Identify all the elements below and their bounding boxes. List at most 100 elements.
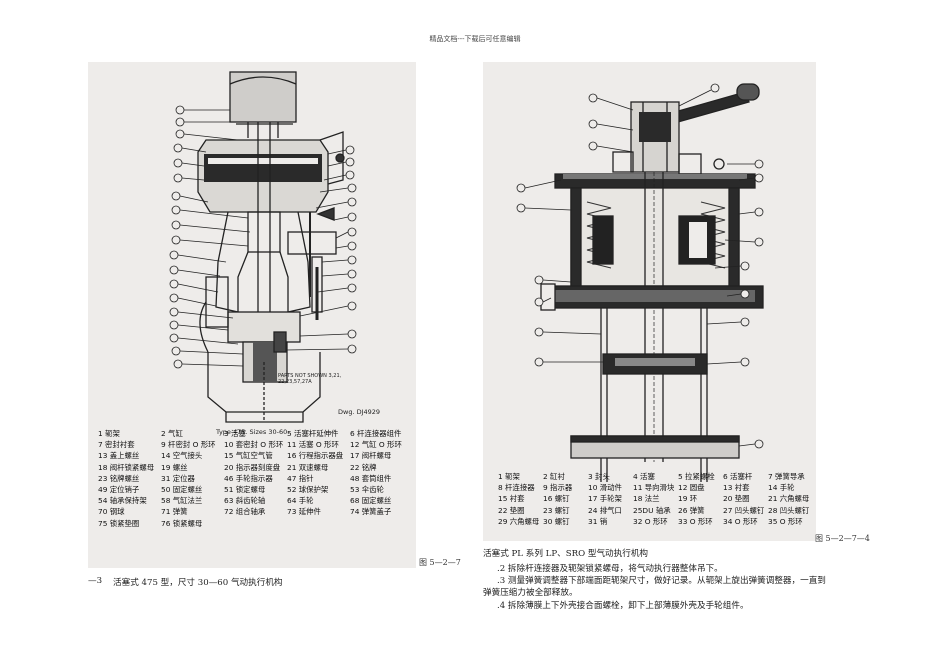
legend-item: 49 定位销子: [98, 485, 140, 495]
legend-item: 14 空气接头: [161, 451, 203, 461]
step-4-text: .4 拆除薄膜上下外壳接合面螺栓，卸下上部薄膜外壳及手轮组件。: [497, 601, 749, 611]
legend-item: 3 封头: [588, 472, 610, 481]
legend-item: 30 螺钉: [543, 516, 570, 526]
legend-item: 21 六角螺母: [768, 494, 810, 504]
legend-item: 72 组合轴承: [224, 507, 266, 517]
legend-item: 27 凹头螺钉: [723, 505, 765, 515]
legend-item: 18 阀杆锁紧螺母: [98, 462, 155, 472]
legend-item: 8 杆连接器: [498, 483, 535, 493]
legend-item: 23 螺钉: [543, 505, 570, 515]
legend-item: 13 衬套: [723, 483, 750, 493]
legend-item: 17 手轮架: [588, 494, 622, 504]
legend-item: 53 伞齿轮: [350, 485, 384, 495]
legend-item: 20 垫圈: [723, 494, 750, 504]
legend-item: 7 密封衬套: [98, 440, 135, 450]
legend-row: 23 铭牌螺丝 31 定位器 46 手轮指示器 47 指针 48 套筒组件: [98, 473, 414, 484]
legend-item: 15 衬套: [498, 494, 525, 504]
figure-number-right: 图 5—2—7—4: [815, 534, 870, 543]
actuator-pl-cross-section: [516, 83, 764, 482]
legend-item: 2 气缸: [161, 429, 183, 438]
legend-item: 19 螺丝: [161, 462, 188, 472]
legend-item: 14 手轮: [768, 483, 795, 493]
legend-item: 32 O 形环: [633, 516, 668, 526]
legend-item: 64 手轮: [287, 496, 314, 506]
step-3-continuation: 弹簧压缩力被全部释放。: [483, 588, 578, 598]
legend-item: 16 行程指示器盘: [287, 451, 344, 461]
legend-item: 58 气缸法兰: [161, 496, 203, 506]
legend-item: 35 O 形环: [768, 516, 803, 526]
legend-item: 74 弹簧盖子: [350, 507, 392, 517]
legend-item: 11 活塞 O 形环: [287, 440, 339, 450]
legend-item: 28 凹头螺钉: [768, 505, 810, 515]
legend-item: 6 杆连接器组件: [350, 429, 402, 438]
legend-item: 76 锁紧螺母: [161, 518, 203, 528]
legend-row: 18 阀杆锁紧螺母 19 螺丝 20 指示器刻度盘 21 双速螺母 22 铭牌: [98, 462, 414, 473]
legend-row: 75 锁紧垫圈 76 锁紧螺母: [98, 518, 414, 529]
legend-item: 54 轴承保持架: [98, 496, 147, 506]
legend-item: 24 排气口: [588, 505, 622, 515]
legend-item: 22 铭牌: [350, 462, 377, 472]
legend-item: 5 拉紧螺栓: [678, 472, 715, 481]
legend-item: 18 法兰: [633, 494, 660, 504]
legend-item: 52 球保护架: [287, 485, 329, 495]
legend-item: 21 双速螺母: [287, 462, 329, 472]
legend-row: 54 轴承保持架 58 气缸法兰 63 斜齿轮轴 64 手轮 68 固定螺丝: [98, 495, 414, 506]
legend-item: 12 气缸 O 形环: [350, 440, 402, 450]
legend-item: 1 轭架: [498, 472, 520, 481]
step-3-text: .3 测量弹簧调整器下部端面距轭架尺寸，做好记录。从轭架上旋出弹簧调整器，一直到: [497, 576, 826, 586]
page-header: 精品文档---下载后可任意编辑: [429, 35, 521, 43]
legend-item: 25DU 轴承: [633, 505, 671, 515]
legend-item: 17 阀杆螺母: [350, 451, 392, 461]
legend-item: 7 弹簧导承: [768, 472, 805, 481]
legend-item: 23 铭牌螺丝: [98, 473, 140, 483]
legend-item: 22 垫圈: [498, 505, 525, 515]
legend-item: 15 气缸空气管: [224, 451, 273, 461]
legend-item: 31 销: [588, 516, 608, 526]
caption-left-number: —3: [88, 576, 103, 586]
legend-item: 75 锁紧垫圈: [98, 518, 140, 528]
legend-item: 9 指示器: [543, 483, 573, 493]
legend-item: 29 六角螺母: [498, 516, 540, 526]
legend-item: 10 套密封 O 形环: [224, 440, 284, 450]
legend-item: 73 延伸件: [287, 507, 321, 517]
legend-item: 31 定位器: [161, 473, 195, 483]
legend-item: 70 钢球: [98, 507, 125, 517]
legend-item: 46 手轮指示器: [224, 473, 273, 483]
legend-item: 48 套筒组件: [350, 473, 392, 483]
legend-item: 11 导向滑块: [633, 483, 675, 493]
drawing-number: Dwg. DJ4929: [338, 408, 381, 416]
legend-row: 13 盖上螺丝 14 空气接头 15 气缸空气管 16 行程指示器盘 17 阀杆螺母: [98, 450, 414, 461]
step-2-text: .2 拆除杆连接器及轭架锁紧螺母，将气动执行器整体吊下。: [497, 564, 723, 574]
legend-item: 51 锁定螺母: [224, 485, 266, 495]
legend-item: 68 固定螺丝: [350, 496, 392, 506]
legend-item: 50 固定螺丝: [161, 485, 203, 495]
legend-item: [350, 518, 413, 529]
legend-item: 33 O 形环: [678, 516, 713, 526]
legend-item: 2 缸衬: [543, 472, 565, 481]
legend-item: 4 活塞: [633, 472, 655, 481]
caption-left: 活塞式 475 型，尺寸 30—60 气动执行机构: [113, 578, 283, 588]
legend-item: 5 活塞杆延伸件: [287, 429, 339, 438]
legend-item: 63 斜齿轮轴: [224, 496, 266, 506]
legend-item: 47 指针: [287, 473, 314, 483]
legend-item: 3 活塞: [224, 429, 246, 438]
type-475-actuator-drawing: PARTS NOT SHOWN 3,21, 22,23,57,27A Dwg. …: [88, 62, 416, 568]
legend-item: [287, 518, 350, 529]
legend-item: 20 指示器刻度盘: [224, 462, 281, 472]
legend-item: 26 弹簧: [678, 505, 705, 515]
caption-right: 活塞式 PL 系列 LP、SRO 型气动执行机构: [483, 549, 649, 559]
legend-item: 34 O 形环: [723, 516, 758, 526]
actuator-475-cross-section: [169, 71, 357, 423]
legend-item: 13 盖上螺丝: [98, 451, 140, 461]
legend-item: 16 螺钉: [543, 494, 570, 504]
legend-item: [224, 518, 287, 529]
